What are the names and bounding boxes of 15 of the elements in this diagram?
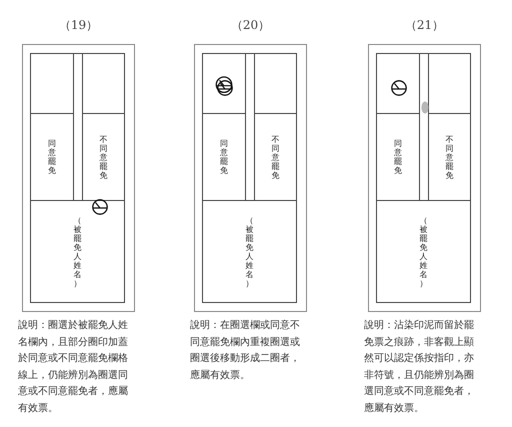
vote-option-label: 不同意罷免 [272,134,280,180]
vote-option-label: 不同意罷免 [446,134,454,180]
vote-option-label: 不同意罷免 [100,134,108,180]
ballot-number: （19） [58,17,100,33]
caption-text: 說明：沾染印泥而留於罷免票之痕跡，非客觀上顯然可以認定係按指印，亦非符號，且仍能辨別為圈選同意或不同意罷免者，應屬有效票。 [364,318,475,416]
vote-option-label: 同意罷免 [48,139,56,175]
candidate-name-label: （被罷免人姓名） [420,216,428,288]
candidate-name-label: （被罷免人姓名） [246,216,254,288]
vote-option-label: 同意罷免 [394,139,402,175]
caption-text: 說明：在圈選欄或同意不同意罷免欄內重複圈選或圈選後移動形成二圈者，應屬有效票。 [190,318,301,382]
candidate-name-label: （被罷免人姓名） [74,216,82,288]
vote-option-label: 同意罷免 [220,139,228,175]
caption-text: 說明：圈選於被罷免人姓名欄內，且部分圈印加蓋於同意或不同意罷免欄格線上，仍能辨別為圈選同意或不同意罷免者，應屬有效票。 [18,318,129,416]
ballot-number: （21） [404,17,446,33]
ballot-number: （20） [230,17,272,33]
